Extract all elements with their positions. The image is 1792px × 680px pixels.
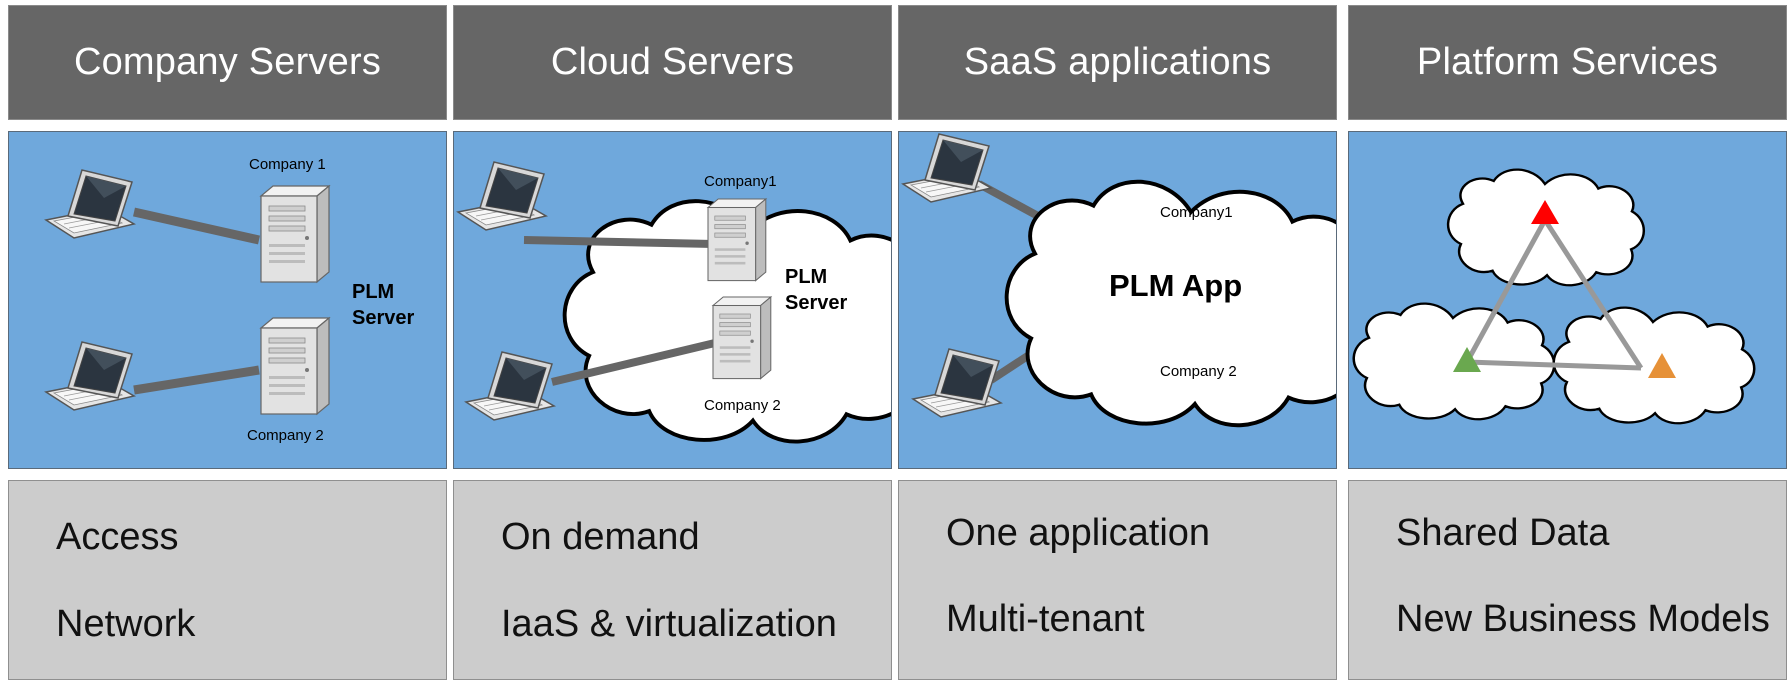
company2-label: Company 2 (1160, 363, 1237, 380)
server-icon (712, 296, 772, 380)
saas-applications-features: One application Multi-tenant (898, 480, 1337, 680)
column-header: Platform Services (1348, 5, 1787, 120)
server-label: Server (352, 307, 414, 329)
platform-link (1466, 359, 1642, 371)
company1-label: Company1 (704, 173, 777, 190)
feature-item: New Business Models (1396, 598, 1770, 640)
company2-label: Company 2 (247, 427, 324, 444)
platform-link (1542, 218, 1644, 370)
laptop-icon (45, 169, 135, 239)
feature-item: Network (56, 603, 196, 645)
feature-item: Shared Data (1396, 512, 1610, 554)
plm-app-label: PLM App (1109, 268, 1242, 303)
feature-item: IaaS & virtualization (501, 603, 837, 645)
connector-line (523, 236, 715, 248)
cloud-servers-column: Cloud Servers Company1 Company 2 PLM Ser… (453, 0, 892, 680)
server-icon (260, 185, 330, 283)
company-servers-diagram: Company 1 Company 2 PLM Server (8, 131, 447, 469)
platform-services-diagram (1348, 131, 1787, 469)
server-label: Server (785, 292, 847, 314)
column-header: Cloud Servers (453, 5, 892, 120)
company-servers-column: Company Servers Company 1 Company 2 PLM … (8, 0, 447, 680)
laptop-icon (457, 161, 547, 231)
feature-item: Multi-tenant (946, 598, 1145, 640)
cloud-servers-illustration: Company1 Company 2 PLM Server (457, 161, 891, 444)
plm-label: PLM (352, 281, 394, 303)
cloud-icon (1446, 168, 1646, 287)
company1-label: Company1 (1160, 204, 1233, 221)
connector-line (133, 207, 260, 245)
saas-applications-illustration: Company1 PLM App Company 2 (902, 133, 1336, 468)
server-icon (260, 317, 330, 415)
cloud-servers-features: On demand IaaS & virtualization (453, 480, 892, 680)
green-triangle-icon (1453, 347, 1481, 372)
orange-triangle-icon (1648, 353, 1676, 378)
saas-applications-diagram: Company1 PLM App Company 2 (898, 131, 1337, 469)
company1-label: Company 1 (249, 156, 326, 173)
plm-label: PLM (785, 266, 827, 288)
feature-item: On demand (501, 516, 700, 558)
laptop-icon (912, 348, 1002, 418)
connector-line (133, 365, 260, 395)
red-triangle-icon (1531, 200, 1559, 224)
company2-label: Company 2 (704, 397, 781, 414)
platform-services-illustration (1352, 168, 1756, 425)
cloud-icon (1352, 302, 1556, 421)
laptop-icon (45, 341, 135, 411)
cloud-servers-diagram: Company1 Company 2 PLM Server (453, 131, 892, 469)
column-header: Company Servers (8, 5, 447, 120)
company-servers-illustration: Company 1 Company 2 PLM Server (45, 156, 414, 444)
feature-item: One application (946, 512, 1211, 554)
column-header: SaaS applications (898, 5, 1337, 120)
company-servers-features: Access Network (8, 480, 447, 680)
feature-item: Access (56, 516, 179, 558)
platform-services-column: Platform Services Shared Data New Busine… (1348, 0, 1787, 680)
laptop-icon (465, 351, 555, 421)
platform-services-features: Shared Data New Business Models (1348, 480, 1787, 680)
saas-applications-column: SaaS applications Company1 PLM App Compa… (898, 0, 1337, 680)
connector-line (551, 338, 720, 386)
laptop-icon (902, 133, 992, 203)
server-icon (707, 198, 767, 282)
platform-link (1464, 218, 1548, 364)
